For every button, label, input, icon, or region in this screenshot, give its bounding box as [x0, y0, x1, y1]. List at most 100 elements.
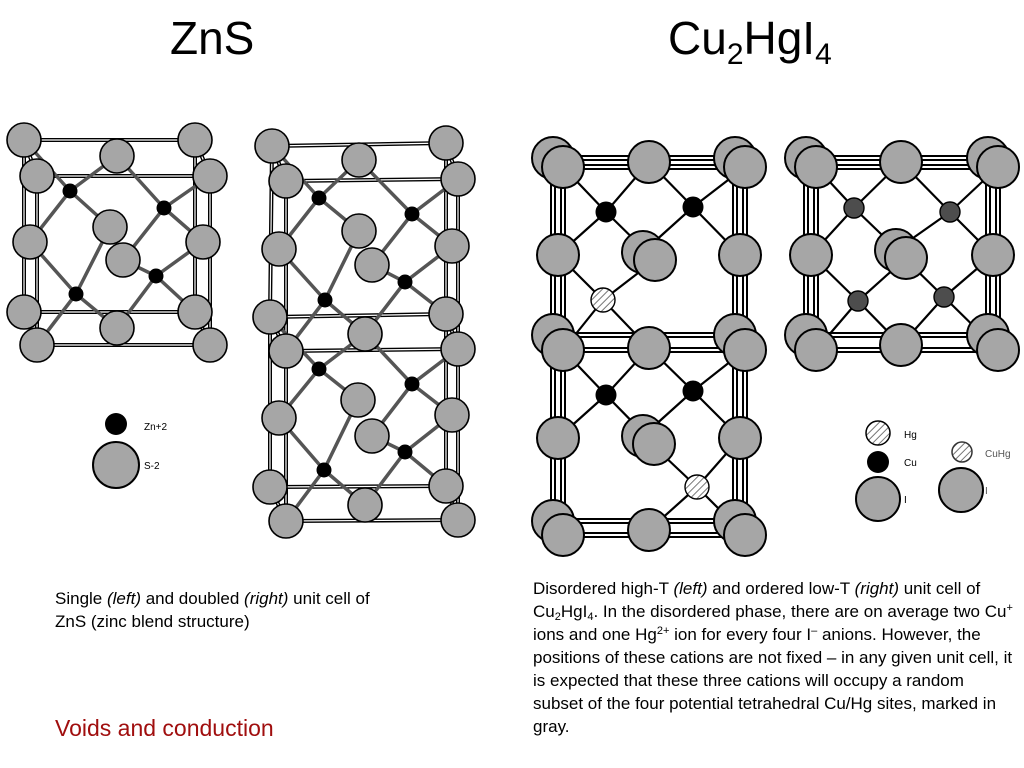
anion-atom	[341, 142, 377, 178]
anion-atom	[105, 242, 141, 278]
anion-atom	[976, 328, 1020, 372]
cation-atom	[311, 190, 327, 206]
anion-atom	[261, 231, 297, 267]
anion-atom	[6, 122, 42, 158]
anion-atom	[192, 327, 228, 363]
title-zns: ZnS	[170, 8, 254, 68]
anion-atom	[252, 299, 288, 335]
legend-hg-marker	[865, 420, 891, 446]
anion-atom	[794, 328, 838, 372]
anion-atom	[12, 224, 48, 260]
anion-atom	[541, 328, 585, 372]
anion-atom	[99, 310, 135, 346]
anion-atom	[177, 294, 213, 330]
cu2hgi4-ordered-cell	[784, 136, 1020, 372]
cuhg-atom	[843, 197, 865, 219]
anion-atom	[19, 158, 55, 194]
cation-atom	[404, 376, 420, 392]
anion-atom	[99, 138, 135, 174]
cation-atom	[682, 380, 704, 402]
anion-atom	[627, 508, 671, 552]
anion-atom	[434, 397, 470, 433]
anion-atom	[192, 158, 228, 194]
anion-atom	[723, 513, 767, 557]
voids-and-conduction-link[interactable]: Voids and conduction	[55, 715, 274, 741]
cation-atom	[68, 286, 84, 302]
hg-atom	[590, 287, 616, 313]
anion-atom	[879, 140, 923, 184]
anion-atom	[794, 145, 838, 189]
cation-atom	[397, 274, 413, 290]
anion-atom	[789, 233, 833, 277]
legend-i-label: I	[904, 495, 907, 506]
legend-i2-label: I	[985, 486, 988, 497]
legend-cu-marker	[867, 451, 889, 473]
anion-atom	[440, 502, 476, 538]
anion-atom	[347, 316, 383, 352]
title-cu2hgi4: Cu2HgI4	[668, 8, 832, 71]
legend-cu2hgi4: Hg Cu I CuHg I	[855, 420, 1011, 522]
title-cu-subscript-2: 2	[726, 38, 744, 71]
legend-hg-label: Hg	[904, 430, 917, 441]
cuhg-atom	[847, 290, 869, 312]
anion-atom	[718, 416, 762, 460]
anion-atom	[268, 333, 304, 369]
cation-atom	[317, 292, 333, 308]
cation-atom	[316, 462, 332, 478]
anion-atom	[428, 125, 464, 161]
anion-atom	[354, 247, 390, 283]
anion-atom	[627, 140, 671, 184]
legend-s-label: S-2	[144, 461, 160, 472]
anion-atom	[536, 233, 580, 277]
cell-edge-inner	[285, 178, 459, 182]
anion-atom	[440, 331, 476, 367]
anion-atom	[177, 122, 213, 158]
anion-atom	[347, 487, 383, 523]
legend-i2-marker	[938, 467, 984, 513]
anion-atom	[428, 296, 464, 332]
cation-atom	[595, 384, 617, 406]
cation-atom	[62, 183, 78, 199]
cell-edge-inner	[269, 313, 447, 318]
cell-edge-inner	[269, 485, 447, 488]
anion-atom	[92, 209, 128, 245]
anion-atom	[971, 233, 1015, 277]
zns-doubled-unit-cell	[252, 125, 476, 539]
legend-cu-label: Cu	[904, 458, 917, 469]
anion-atom	[632, 422, 676, 466]
caption-zns: Single (left) and doubled (right) unit c…	[55, 589, 370, 631]
anion-atom	[185, 224, 221, 260]
legend-zns: Zn+2 S-2	[92, 413, 168, 489]
legend-zn-marker	[105, 413, 127, 435]
cation-atom	[156, 200, 172, 216]
anion-atom	[428, 468, 464, 504]
zns-single-unit-cell	[6, 122, 228, 363]
cation-atom	[397, 444, 413, 460]
cuhg-atom	[933, 286, 955, 308]
legend-i-marker	[855, 476, 901, 522]
anion-atom	[976, 145, 1020, 189]
anion-atom	[340, 382, 376, 418]
cation-atom	[148, 268, 164, 284]
anion-atom	[536, 416, 580, 460]
legend-cuhg-label: CuHg	[985, 449, 1011, 460]
anion-atom	[723, 328, 767, 372]
title-hgi-text: HgI	[743, 12, 816, 64]
caption-cu2hgi4: Disordered high-T (left) and ordered low…	[533, 579, 1013, 736]
title-cu-text: Cu	[668, 12, 727, 64]
anion-atom	[252, 469, 288, 505]
anion-atom	[541, 513, 585, 557]
anion-atom	[633, 238, 677, 282]
cation-atom	[311, 361, 327, 377]
cu2hgi4-disordered-cell	[531, 136, 767, 557]
anion-atom	[879, 323, 923, 367]
anion-atom	[6, 294, 42, 330]
anion-atom	[627, 326, 671, 370]
anion-atom	[268, 503, 304, 539]
title-zns-text: ZnS	[170, 12, 255, 64]
anion-atom	[354, 418, 390, 454]
anion-atom	[261, 400, 297, 436]
legend-s-marker	[92, 441, 140, 489]
anion-atom	[341, 213, 377, 249]
